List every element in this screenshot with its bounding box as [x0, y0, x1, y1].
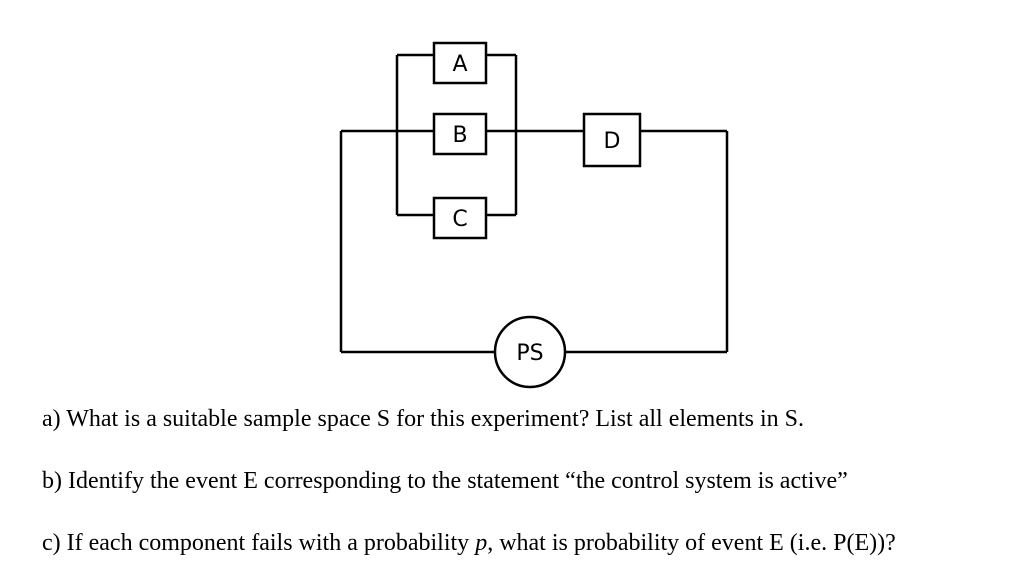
question-c-variable: p — [475, 530, 488, 556]
question-b: b) Identify the event E corresponding to… — [42, 468, 848, 494]
component-b-label: B — [452, 123, 467, 148]
component-a: A — [432, 41, 488, 85]
question-c-suffix: , what is probability of event E (i.e. P… — [487, 530, 896, 556]
question-c-prefix: c) If each component fails with a probab… — [42, 530, 476, 556]
component-c: C — [432, 196, 488, 240]
circuit-diagram: A B C D PS — [339, 41, 729, 389]
circuit-wires — [339, 53, 729, 354]
component-b: B — [432, 112, 488, 156]
power-supply: PS — [493, 315, 567, 389]
component-d-label: D — [604, 129, 621, 154]
component-d: D — [582, 112, 642, 168]
question-a: a) What is a suitable sample space S for… — [42, 406, 805, 432]
component-a-label: A — [452, 52, 467, 77]
question-c: c) If each component fails with a probab… — [42, 530, 896, 557]
component-c-label: C — [452, 207, 467, 232]
power-supply-label: PS — [516, 341, 543, 366]
